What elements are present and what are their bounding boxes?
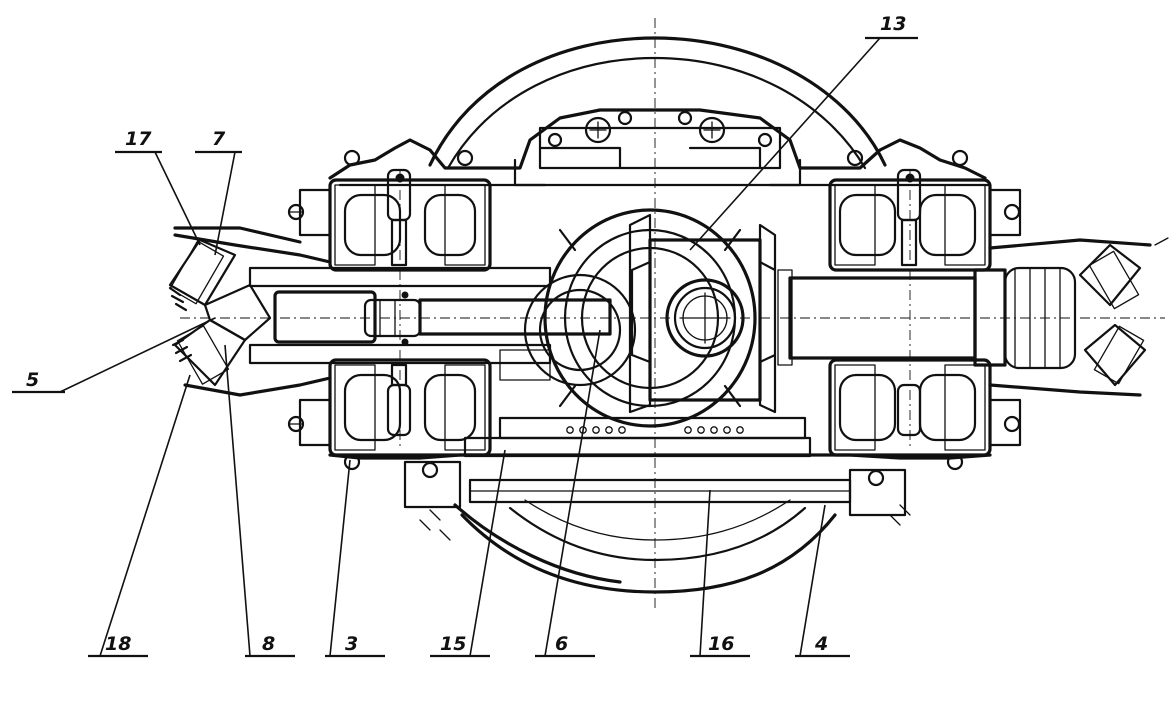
callout-16: 16 bbox=[708, 633, 734, 655]
callout-7: 7 bbox=[212, 128, 226, 150]
left-shaft bbox=[248, 266, 612, 365]
right-shaft bbox=[777, 266, 1077, 370]
central-block bbox=[628, 213, 777, 414]
wheel bbox=[428, 36, 887, 594]
right-cylinder-housing bbox=[828, 149, 1022, 471]
housing-bottom bbox=[328, 416, 992, 504]
callout-3: 3 bbox=[345, 633, 358, 655]
left-nozzle bbox=[168, 226, 332, 397]
callout-8: 8 bbox=[262, 633, 275, 655]
right-nozzle bbox=[988, 237, 1169, 397]
callout-13: 13 bbox=[880, 13, 906, 35]
top-bolts bbox=[547, 110, 773, 148]
callout-labels: 13 17 7 5 18 8 3 15 6 16 4 bbox=[26, 13, 906, 655]
center-lines bbox=[180, 18, 1165, 612]
left-hub bbox=[499, 273, 637, 387]
housing-top bbox=[328, 108, 992, 187]
callout-18: 18 bbox=[105, 633, 131, 655]
lower-bearings bbox=[403, 460, 911, 584]
callout-5: 5 bbox=[26, 369, 39, 391]
callout-17: 17 bbox=[125, 128, 152, 150]
callout-15: 15 bbox=[440, 633, 466, 655]
callout-6: 6 bbox=[555, 633, 568, 655]
callout-leaders bbox=[12, 36, 918, 658]
left-cylinder-housing bbox=[287, 149, 492, 471]
callout-4: 4 bbox=[814, 633, 828, 655]
